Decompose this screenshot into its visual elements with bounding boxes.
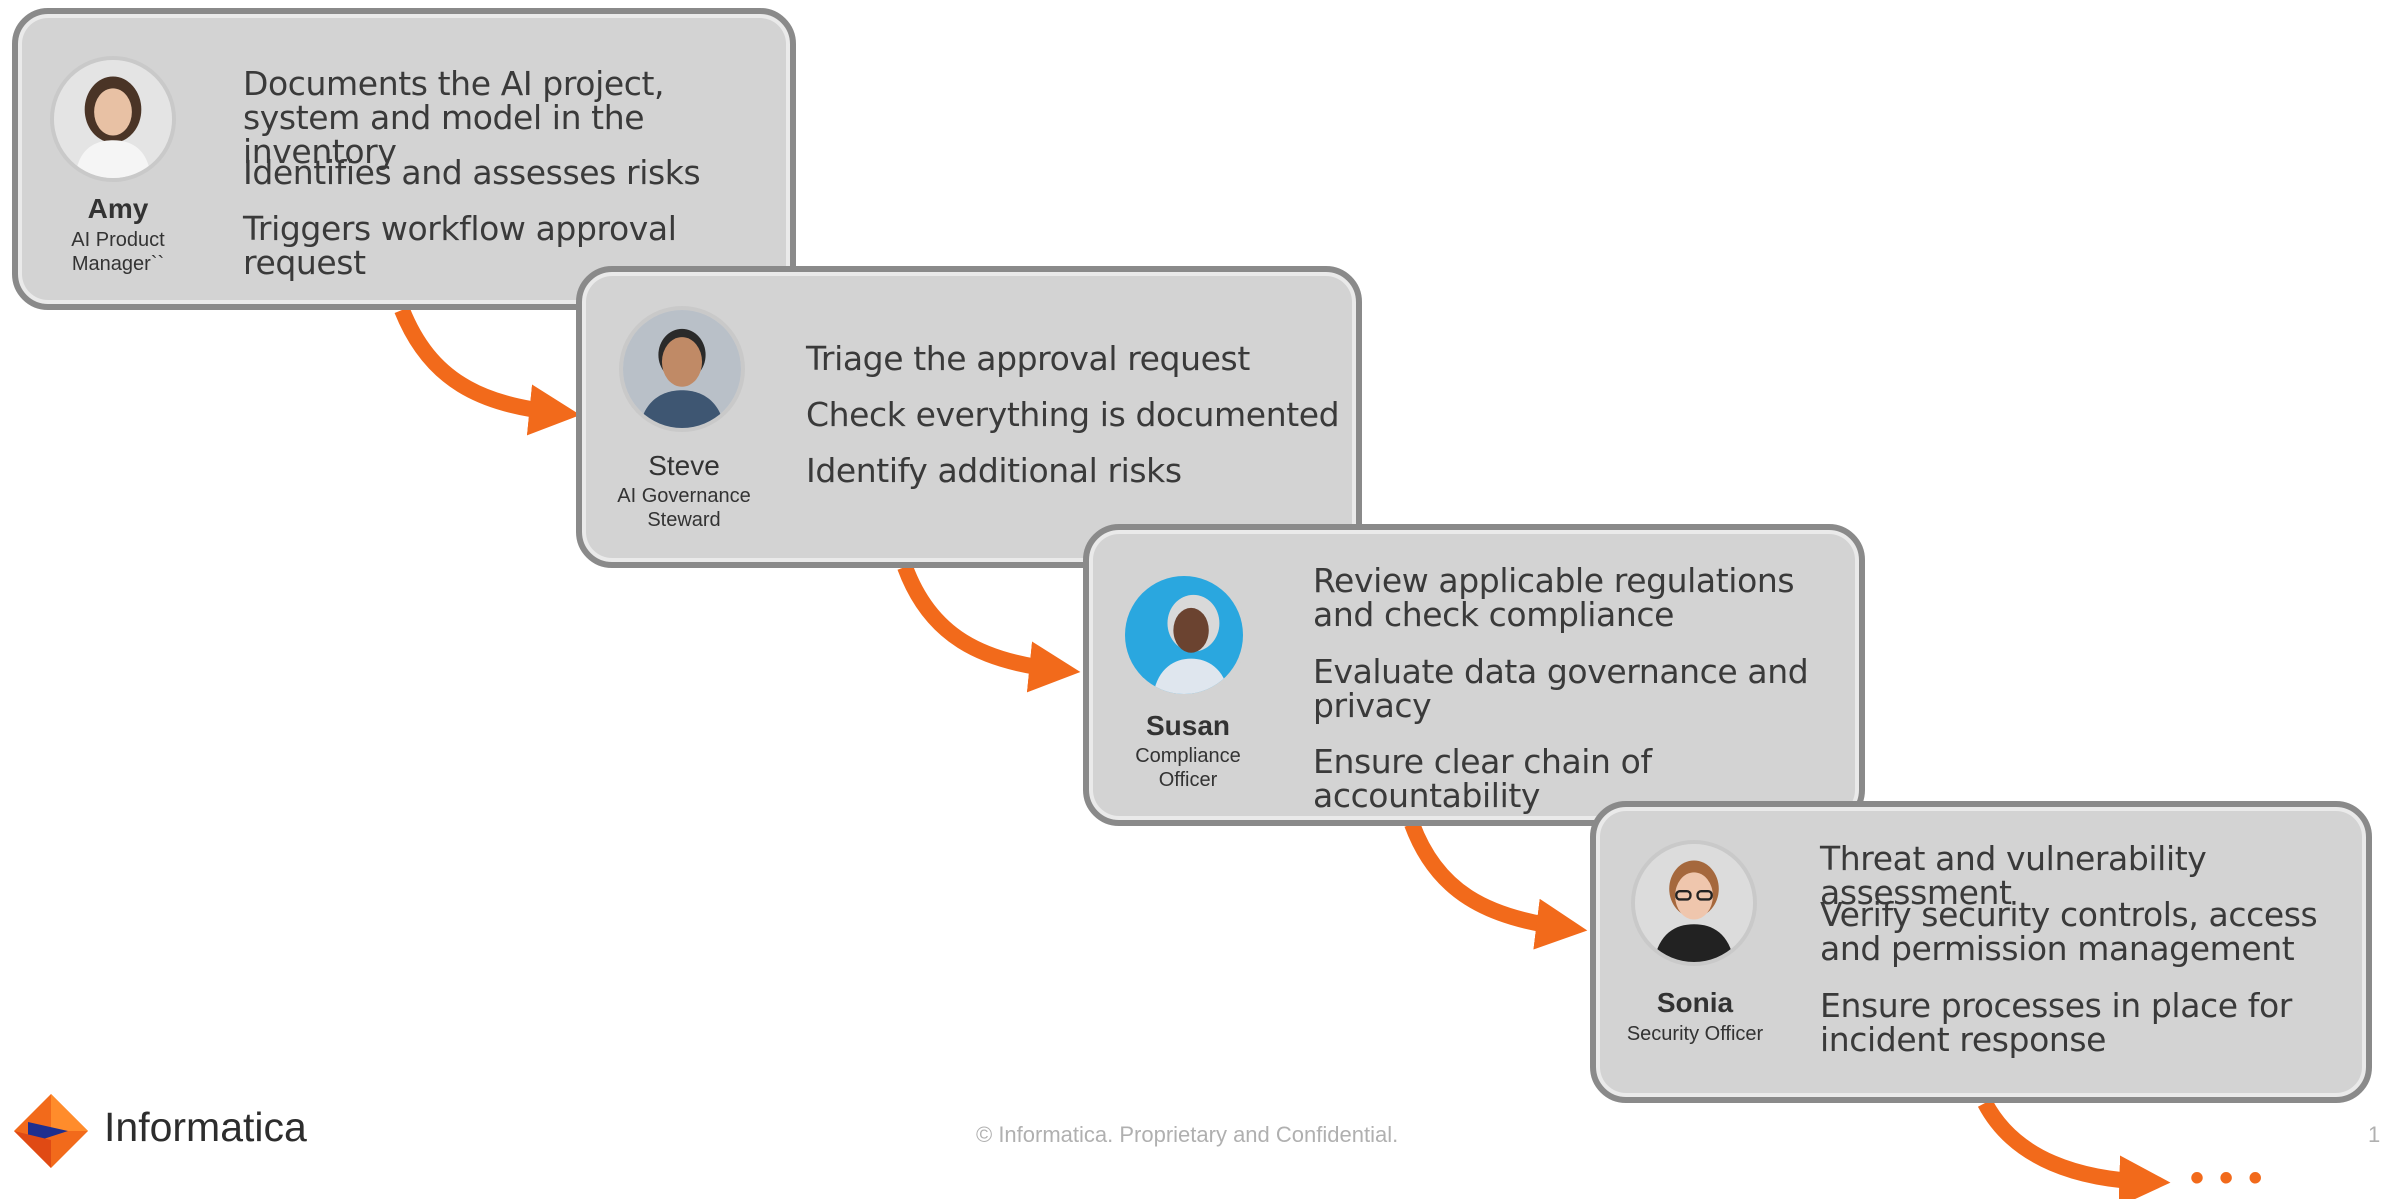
task-item: Check everything is documented [806,395,1340,434]
avatar-susan [1121,572,1247,698]
person-name: Susan [1145,710,1231,741]
arrow-3 [1404,821,1588,950]
person-name: Sonia [1656,987,1734,1018]
arrow-1 [394,306,581,436]
task-item: Ensure clear chain of accountability [1313,742,1652,815]
page-number: 1 [2368,1122,2381,1147]
task-item: Review applicable regulations and check … [1313,561,1795,634]
arrow-2 [897,564,1081,693]
informatica-logo-icon [14,1094,88,1168]
person-role: Compliance Officer [1135,745,1241,791]
copyright-text: © Informatica. Proprietary and Confident… [976,1122,1399,1147]
person-name: Steve [648,450,720,481]
task-item: Triggers workflow approval request [243,209,677,282]
task-item: Documents the AI project, system and mod… [243,64,665,171]
avatar-sonia [1631,840,1757,966]
task-item: Verify security controls, access and per… [1820,895,2318,968]
person-name: Amy [87,193,149,224]
brand-name: Informatica [104,1104,307,1150]
task-item: Triage the approval request [806,339,1250,378]
task-item: Threat and vulnerability assessment [1820,839,2207,912]
avatar-amy [50,56,176,182]
person-role: AI Product Manager`` [71,229,165,275]
arrow-4 [1977,1099,2171,1199]
person-role: AI Governance Steward [617,485,751,531]
avatar-steve [619,306,745,432]
continuation-dots: • • • [2190,1156,2265,1200]
task-item: Evaluate data governance and privacy [1313,652,1809,725]
person-role: Security Officer [1626,1023,1764,1045]
task-item: Ensure processes in place for incident r… [1820,986,2292,1059]
task-item: Identify additional risks [806,451,1182,490]
task-item: Identifies and assesses risks [243,153,701,192]
